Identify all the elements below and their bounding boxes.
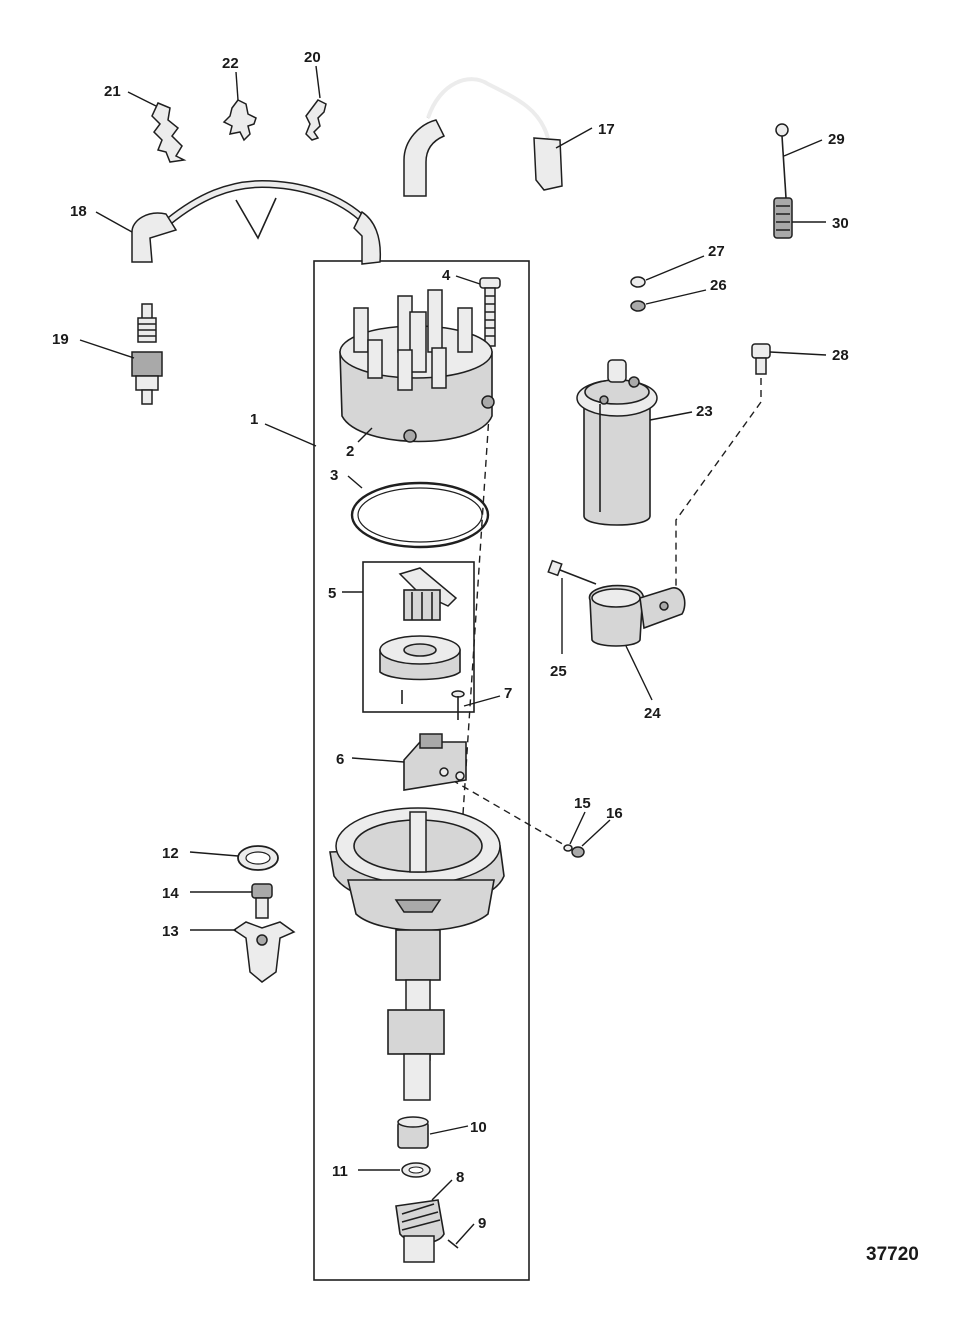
callout-9: 9 <box>478 1215 486 1232</box>
callout-7: 7 <box>504 685 512 702</box>
callout-17: 17 <box>598 121 615 138</box>
callout-15: 15 <box>574 795 591 812</box>
callout-30: 30 <box>832 215 849 232</box>
part-2-distributor-cap <box>339 289 495 443</box>
callout-5: 5 <box>328 585 336 602</box>
part-13-hold-down-clamp <box>232 921 296 983</box>
callout-16: 16 <box>606 805 623 822</box>
part-5-rotor-kit <box>362 561 475 713</box>
part-7-screw <box>451 690 465 720</box>
part-25-bolt <box>547 559 597 585</box>
callout-4: 4 <box>442 267 451 284</box>
part-12-gasket <box>237 845 279 871</box>
part-28-screw <box>751 343 771 375</box>
callout-25: 25 <box>550 663 567 680</box>
callout-14: 14 <box>162 885 179 902</box>
callout-26: 26 <box>710 277 727 294</box>
part-23-ignition-coil <box>576 359 658 526</box>
callout-29: 29 <box>828 131 845 148</box>
callout-22: 22 <box>222 55 239 72</box>
callout-19: 19 <box>52 331 69 348</box>
callout-23: 23 <box>696 403 713 420</box>
callout-27: 27 <box>708 243 725 260</box>
callout-8: 8 <box>456 1169 464 1186</box>
part-8-drive-gear <box>395 1199 445 1263</box>
distributor-assembly-box <box>313 260 530 1281</box>
part-24-coil-bracket <box>588 584 686 647</box>
leader-lines <box>79 65 827 1245</box>
callout-13: 13 <box>162 923 179 940</box>
part-26-nut <box>630 300 646 312</box>
part-30-boot <box>773 197 793 239</box>
callout-20: 20 <box>304 49 321 66</box>
part-29-ground-wire <box>775 123 789 199</box>
part-14-bolt <box>251 883 273 919</box>
part-27-washer <box>630 276 646 288</box>
part-4-cap-screw <box>479 277 501 347</box>
figure-number: 37720 <box>866 1244 919 1265</box>
part-18-spark-plug-wire <box>131 179 382 265</box>
callout-24: 24 <box>644 705 661 722</box>
part-20-clip <box>305 99 327 141</box>
part-9-roll-pin <box>447 1239 459 1249</box>
part-22-retainer-clip <box>222 99 257 142</box>
part-6-ignition-module <box>403 733 467 791</box>
callout-1: 1 <box>250 411 258 428</box>
callout-10: 10 <box>470 1119 487 1136</box>
part-16-nut <box>571 846 585 858</box>
part-10-bushing <box>397 1116 429 1149</box>
callout-11: 11 <box>332 1163 348 1180</box>
distributor-housing <box>329 807 505 1101</box>
part-11-washer <box>401 1162 431 1178</box>
callout-28: 28 <box>832 347 849 364</box>
callout-18: 18 <box>70 203 87 220</box>
part-3-gasket <box>350 481 490 549</box>
callout-2: 2 <box>346 443 354 460</box>
part-15-washer <box>563 844 573 852</box>
part-21-wire-retainer <box>151 102 187 163</box>
callout-3: 3 <box>330 467 338 484</box>
part-17-coil-wire <box>403 77 563 197</box>
callout-6: 6 <box>336 751 344 768</box>
part-19-spark-plug <box>131 303 163 405</box>
callout-12: 12 <box>162 845 179 862</box>
callout-21: 21 <box>104 83 121 100</box>
